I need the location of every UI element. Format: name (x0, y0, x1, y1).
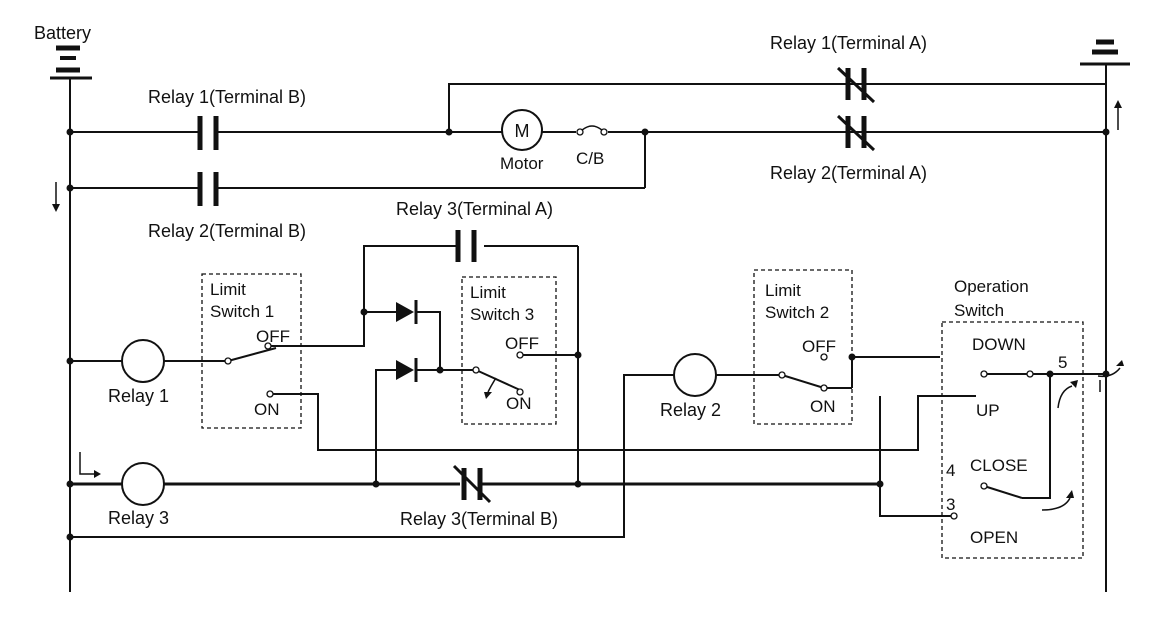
relay3-terminal-a-label: Relay 3(Terminal A) (396, 199, 553, 219)
operation-switch-up-label: UP (976, 401, 1000, 420)
limit-switch-1-off-label: OFF (256, 327, 290, 346)
circuit-breaker-label: C/B (576, 149, 604, 168)
relay2-terminal-a-label: Relay 2(Terminal A) (770, 163, 927, 183)
relay3-coil-label: Relay 3 (108, 508, 169, 528)
operation-switch-open-label: OPEN (970, 528, 1018, 547)
relay3-terminal-b-label: Relay 3(Terminal B) (400, 509, 558, 529)
limit-switch-2-label-line1: Limit (765, 281, 801, 300)
relay1-terminal-a-label: Relay 1(Terminal A) (770, 33, 927, 53)
operation-switch-close-label: CLOSE (970, 456, 1028, 475)
limit-switch-1-label-line1: Limit (210, 280, 246, 299)
limit-switch-1-label-line2: Switch 1 (210, 302, 274, 321)
relay1-terminal-b-label: Relay 1(Terminal B) (148, 87, 306, 107)
terminal-5-label: 5 (1058, 353, 1067, 372)
relay2-terminal-b-label: Relay 2(Terminal B) (148, 221, 306, 241)
terminal-3-label: 3 (946, 495, 955, 514)
limit-switch-1-on-label: ON (254, 400, 280, 419)
motor-label: Motor (500, 154, 544, 173)
limit-switch-3-off-label: OFF (505, 334, 539, 353)
limit-switch-3-label-line2: Switch 3 (470, 305, 534, 324)
battery-label: Battery (34, 23, 91, 43)
operation-switch-down-label: DOWN (972, 335, 1026, 354)
relay2-coil-label: Relay 2 (660, 400, 721, 420)
relay1-coil-label: Relay 1 (108, 386, 169, 406)
limit-switch-2-off-label: OFF (802, 337, 836, 356)
terminal-4-label: 4 (946, 461, 955, 480)
operation-switch-label-line1: Operation (954, 277, 1029, 296)
limit-switch-2-label-line2: Switch 2 (765, 303, 829, 322)
limit-switch-3-on-label: ON (506, 394, 532, 413)
wiring (50, 39, 1130, 592)
operation-switch-label-line2: Switch (954, 301, 1004, 320)
limit-switch-2-on-label: ON (810, 397, 836, 416)
limit-switch-3-label-line1: Limit (470, 283, 506, 302)
motor-symbol: M (515, 121, 530, 141)
